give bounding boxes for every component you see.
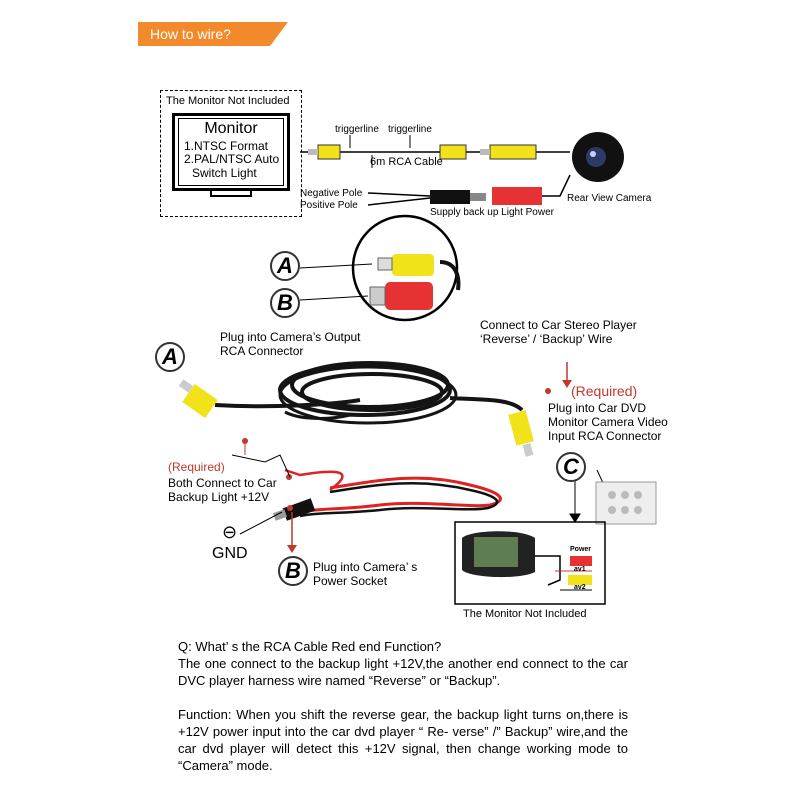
monitor-not-included-bottom: The Monitor Not Included [463,608,587,620]
plug-dvd-label: Plug into Car DVD Monitor Camera Video I… [548,401,668,443]
qa-question: Q: What’ s the RCA Cable Red end Functio… [178,639,442,654]
gnd-label: GND [212,545,248,562]
qa-function: Function: When you shift the reverse gea… [178,707,628,773]
banner-title: How to wire? [150,26,231,42]
top-rca-cable [300,135,570,168]
letter-b-zoom: B [270,288,300,318]
triggerline-label-2: triggerline [388,124,432,135]
av2-tag: av2 [574,584,586,591]
power-tag: Power [570,546,592,553]
power-wire-pair [272,468,502,521]
both-connect-label: Both Connect to Car Backup Light +12V [168,476,277,504]
triggerline-label-1: triggerline [335,124,379,135]
required-label-backup: (Required) [168,460,225,474]
top-power-cable [367,174,571,206]
title-banner [138,22,288,46]
letter-c: C [556,452,586,482]
monitor-spec-3: Switch Light [192,166,257,180]
monitor-not-included-note: The Monitor Not Included [166,95,290,107]
letter-a-cable: A [155,342,185,372]
rear-camera-label: Rear View Camera [567,193,652,204]
av-socket-block [595,481,657,525]
required-markers [242,362,613,553]
power-supply-label: Supply back up Light Power [430,207,554,218]
monitor-spec-2: 2.PAL/NTSC Auto [184,152,280,166]
qa-answer: The one connect to the backup light +12V… [178,656,628,688]
leader-lines [231,454,611,535]
rca-cable-label: 6m RCA Cable [370,156,443,168]
letter-b-power: B [278,556,308,586]
monitor-stand [210,191,252,197]
plug-camera-output-label: Plug into Camera’s Output RCA Connector [220,330,361,358]
monitor-dashed-box [160,90,302,217]
monitor-title: Monitor [204,120,258,137]
monitor-spec-1: 1.NTSC Format [184,139,269,153]
bottom-monitor-box [454,521,606,605]
plug-power-label: Plug into Camera’ s Power Socket [313,560,418,588]
monitor-frame [172,113,290,191]
negative-pole-label: Negative Pole [300,188,363,199]
rear-view-camera [572,132,624,182]
coiled-cable [178,361,534,457]
connect-stereo-label: Connect to Car Stereo Player ‘Reverse’ /… [480,318,637,346]
gnd-symbol-icon: ⊖ [222,522,238,542]
letter-a-zoom: A [270,251,300,281]
connector-zoom [299,214,461,322]
av1-tag: av1 [574,566,586,573]
positive-pole-label: Positive Pole [300,200,358,211]
required-label-dvd: (Required) [571,383,638,399]
monitor-screen [178,118,284,186]
